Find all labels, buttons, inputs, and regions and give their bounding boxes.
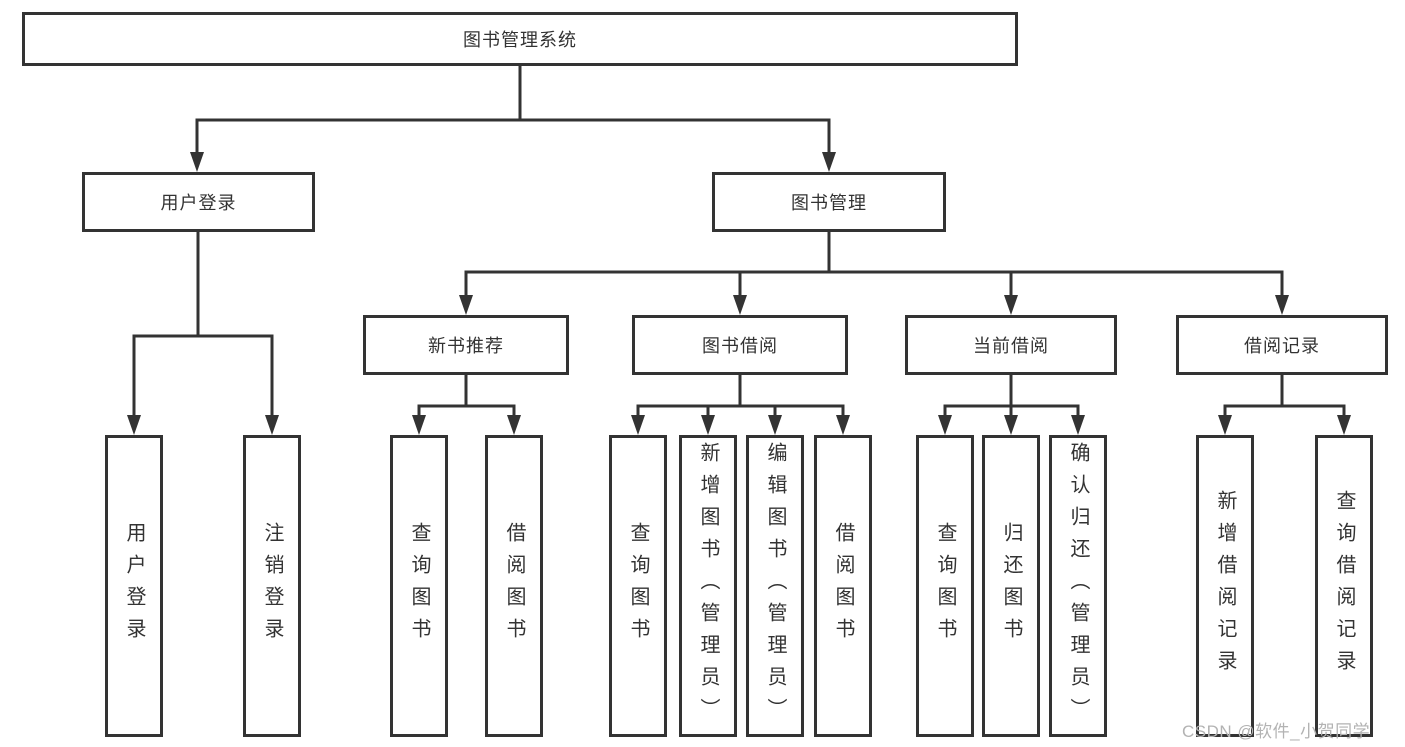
- arrowhead: [127, 415, 141, 435]
- arrowhead: [822, 152, 836, 172]
- leaf-br-add-record-label: 新增借阅记录: [1214, 490, 1236, 682]
- node-user-login: 用户登录: [82, 172, 315, 232]
- leaf-br-query-record: 查询借阅记录: [1315, 435, 1373, 737]
- arrowhead: [631, 415, 645, 435]
- connector-book-borrowing: [636, 373, 845, 418]
- leaf-bb-borrow-books-label: 借阅图书: [832, 522, 854, 650]
- leaf-bb-add-books-admin-label: 新增图书（管理员）: [697, 442, 719, 730]
- arrowhead: [507, 415, 521, 435]
- leaf-nb-borrow-books: 借阅图书: [485, 435, 543, 737]
- leaf-bb-query-books: 查询图书: [609, 435, 667, 737]
- leaf-logout: 注销登录: [243, 435, 301, 737]
- node-borrowing-records: 借阅记录: [1176, 315, 1388, 375]
- leaf-bb-query-books-label: 查询图书: [627, 522, 649, 650]
- connector-root: [195, 64, 831, 154]
- arrowhead: [1004, 415, 1018, 435]
- connector-current-borrowing: [943, 373, 1080, 418]
- arrowhead: [768, 415, 782, 435]
- node-new-book-recommend: 新书推荐: [363, 315, 569, 375]
- leaf-bb-edit-books-admin: 编辑图书（管理员）: [746, 435, 804, 737]
- connector-new-book-recommend: [417, 373, 516, 418]
- node-root: 图书管理系统: [22, 12, 1018, 66]
- node-user-login-label: 用户登录: [160, 193, 237, 213]
- node-new-book-recommend-label: 新书推荐: [428, 336, 504, 356]
- leaf-bb-edit-books-admin-label: 编辑图书（管理员）: [764, 442, 786, 730]
- leaf-nb-query-books: 查询图书: [390, 435, 448, 737]
- node-root-label: 图书管理系统: [463, 30, 577, 50]
- arrowhead: [938, 415, 952, 435]
- arrowhead: [1275, 295, 1289, 315]
- connector-user-login: [132, 230, 274, 417]
- connector-borrowing-records: [1223, 373, 1346, 418]
- csdn-watermark: CSDN @软件_小贺同学: [1182, 722, 1371, 741]
- node-book-borrowing-label: 图书借阅: [702, 336, 778, 356]
- leaf-cb-confirm-return-admin-label: 确认归还（管理员）: [1067, 442, 1089, 730]
- leaf-bb-borrow-books: 借阅图书: [814, 435, 872, 737]
- arrowhead: [836, 415, 850, 435]
- leaf-user-login-label: 用户登录: [123, 522, 145, 650]
- leaf-nb-query-books-label: 查询图书: [408, 522, 430, 650]
- node-current-borrowing: 当前借阅: [905, 315, 1117, 375]
- arrowhead: [1218, 415, 1232, 435]
- leaf-nb-borrow-books-label: 借阅图书: [503, 522, 525, 650]
- arrowheads: [127, 152, 1351, 435]
- leaf-cb-query-books: 查询图书: [916, 435, 974, 737]
- arrowhead: [1071, 415, 1085, 435]
- node-book-management: 图书管理: [712, 172, 946, 232]
- leaf-bb-add-books-admin: 新增图书（管理员）: [679, 435, 737, 737]
- node-book-management-label: 图书管理: [791, 193, 867, 213]
- node-borrowing-records-label: 借阅记录: [1244, 336, 1320, 356]
- leaf-br-query-record-label: 查询借阅记录: [1333, 490, 1355, 682]
- arrowhead: [459, 295, 473, 315]
- leaf-user-login: 用户登录: [105, 435, 163, 737]
- arrowhead: [733, 295, 747, 315]
- leaf-logout-label: 注销登录: [261, 522, 283, 650]
- leaf-cb-confirm-return-admin: 确认归还（管理员）: [1049, 435, 1107, 737]
- arrowhead: [701, 415, 715, 435]
- leaf-br-add-record: 新增借阅记录: [1196, 435, 1254, 737]
- arrowhead: [1004, 295, 1018, 315]
- leaf-cb-query-books-label: 查询图书: [934, 522, 956, 650]
- node-current-borrowing-label: 当前借阅: [973, 336, 1049, 356]
- leaf-cb-return-books: 归还图书: [982, 435, 1040, 737]
- node-book-borrowing: 图书借阅: [632, 315, 848, 375]
- arrowhead: [190, 152, 204, 172]
- arrowhead: [1337, 415, 1351, 435]
- connector-book-management: [464, 230, 1284, 298]
- arrowhead: [412, 415, 426, 435]
- arrowhead: [265, 415, 279, 435]
- leaf-cb-return-books-label: 归还图书: [1000, 522, 1022, 650]
